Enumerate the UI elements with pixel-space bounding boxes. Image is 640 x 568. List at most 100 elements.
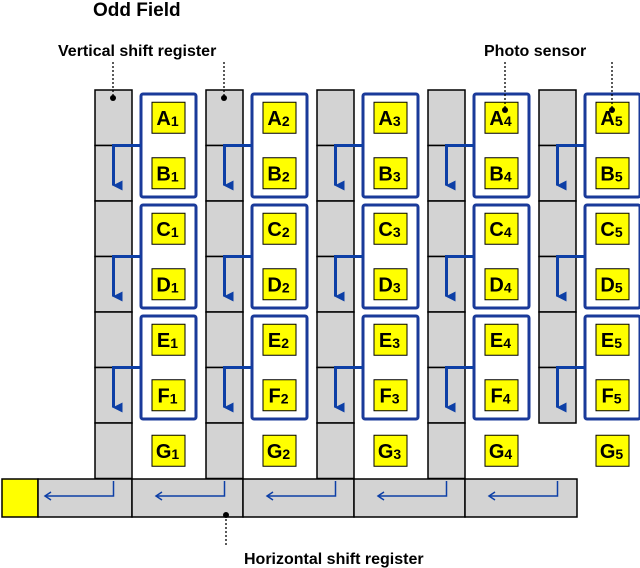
arrow-down-icon [223, 366, 252, 413]
photo-sensor-label: G3 [378, 441, 402, 463]
arrow-left-icon [267, 481, 337, 497]
vertical-register-cell [94, 311, 133, 369]
photo-sensor-cell [373, 434, 408, 467]
arrow-left-icon [376, 491, 385, 501]
photo-sensor-label: E3 [379, 330, 400, 352]
photo-sensor-cell [484, 379, 519, 412]
vertical-register-cell [94, 422, 133, 480]
photo-sensor-label: G5 [600, 441, 624, 463]
photo-sensor-label: B2 [267, 163, 289, 185]
photo-sensor-label: D4 [489, 274, 511, 296]
photo-sensor-label: D1 [156, 274, 178, 296]
photo-sensor-label: D5 [600, 274, 622, 296]
photo-sensor-cell [484, 268, 519, 301]
photo-sensor-cell [151, 212, 186, 245]
photo-sensor-label: A1 [156, 108, 178, 130]
photo-sensor-label: C3 [378, 219, 400, 241]
vertical-register-cell [205, 422, 244, 480]
vertical-register-callout-dot [221, 95, 227, 101]
arrow-left-icon [43, 491, 52, 501]
horizontal-register-cell [242, 478, 355, 518]
photo-sensor-cell [151, 268, 186, 301]
vertical-register-cell [427, 422, 466, 480]
photo-sensor-cell [262, 212, 297, 245]
photo-sensor-cell [484, 434, 519, 467]
photo-sensor-cell [484, 212, 519, 245]
photo-sensor-label: B3 [378, 163, 400, 185]
photo-sensor-cell [595, 323, 630, 356]
photo-sensor-label: F2 [268, 385, 288, 407]
vertical-register-cell [94, 200, 133, 258]
output-cell [1, 478, 39, 518]
photo-sensor-callout-dot [502, 107, 508, 113]
vertical-shift-register-label: Vertical shift register [58, 43, 216, 60]
horizontal-register-cell [37, 478, 133, 518]
photo-sensor-cell [262, 268, 297, 301]
callout-lines [110, 62, 615, 545]
photo-sensor-cell [595, 157, 630, 190]
arrow-left-icon [156, 481, 226, 497]
photo-sensor-label: B4 [489, 163, 511, 185]
photo-sensor-label: C1 [156, 219, 178, 241]
photo-sensor-cell [484, 101, 519, 134]
photo-sensor-label: F3 [379, 385, 399, 407]
photo-sensor-cell [262, 323, 297, 356]
vertical-register-cell [427, 89, 466, 147]
photo-sensor-callout-dot [609, 107, 615, 113]
arrow-down-icon [112, 144, 141, 191]
photo-sensor-label: D2 [267, 274, 289, 296]
arrow-left-icon [378, 481, 448, 497]
arrow-left-icon [265, 491, 274, 501]
arrow-down-icon [223, 144, 252, 191]
arrow-down-icon [112, 255, 141, 302]
photo-sensor-label: A2 [267, 108, 289, 130]
arrow-down-icon [445, 255, 474, 302]
arrow-down-icon [556, 366, 585, 413]
arrow-down-icon [334, 255, 363, 302]
vertical-register-cell [538, 200, 577, 258]
photo-sensor-cell [373, 323, 408, 356]
vertical-register-cell [316, 422, 355, 480]
vertical-register-cell [316, 200, 355, 258]
photo-sensor-cell [151, 379, 186, 412]
photo-sensor-cell [151, 434, 186, 467]
photo-sensor-cell [595, 212, 630, 245]
arrow-down-icon [556, 144, 585, 191]
photo-sensor-label: C4 [489, 219, 511, 241]
arrow-down-icon [445, 366, 474, 413]
vertical-register-callout-dot [110, 95, 116, 101]
photo-sensor-cell [373, 101, 408, 134]
photo-sensor-label: F4 [490, 385, 510, 407]
vertical-register-cell [316, 311, 355, 369]
photo-sensor-cell [262, 379, 297, 412]
horizontal-register-cell [464, 478, 578, 518]
photo-sensor-cell [595, 434, 630, 467]
photo-sensor-cell [373, 212, 408, 245]
vertical-register-cell [205, 200, 244, 258]
arrow-down-icon [112, 366, 141, 413]
arrow-left-icon [45, 481, 115, 497]
photo-sensor-label: G2 [267, 441, 291, 463]
photo-sensor-cell [151, 101, 186, 134]
diagram-title: Odd Field [93, 0, 181, 21]
photo-sensor-cell [484, 323, 519, 356]
vertical-register-cell [538, 89, 577, 147]
photo-sensor-label: F5 [601, 385, 621, 407]
photo-sensor-cell [373, 268, 408, 301]
horizontal-register-cell [131, 478, 244, 518]
photo-sensor-label: E5 [601, 330, 622, 352]
horizontal-register-callout-dot [223, 512, 229, 518]
photo-sensor-cell [595, 379, 630, 412]
transfer-arrows [43, 144, 585, 501]
vertical-register-cell [205, 311, 244, 369]
horizontal-register-cell [353, 478, 466, 518]
arrow-down-icon [334, 144, 363, 191]
arrow-left-icon [489, 481, 559, 497]
vertical-register-cell [316, 89, 355, 147]
